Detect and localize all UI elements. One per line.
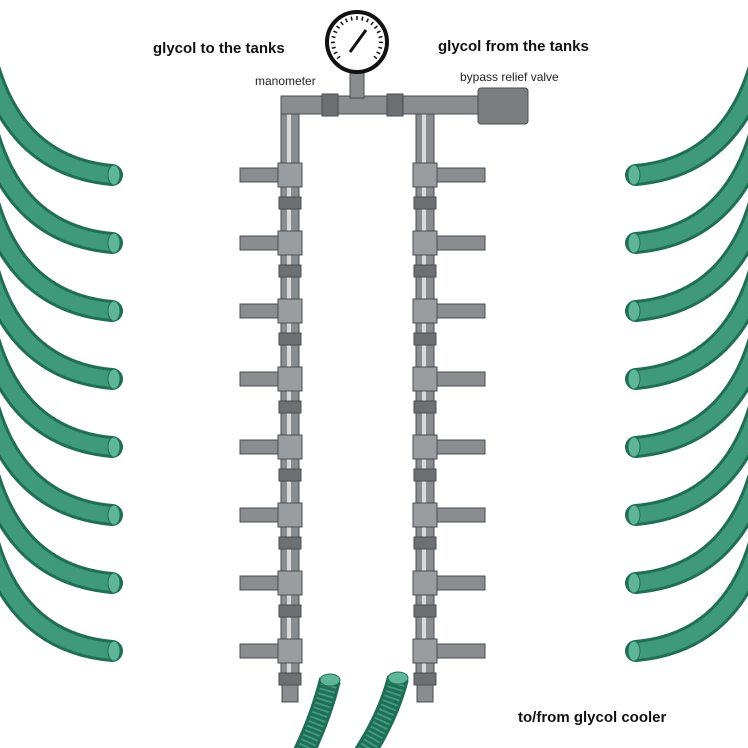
nut-right (413, 332, 437, 346)
tee-left (277, 502, 303, 528)
hose-left-ribs (0, 143, 120, 251)
bypass-relief-valve (477, 87, 529, 125)
gauge-tick (376, 51, 381, 55)
label-bypass-relief-valve: bypass relief valve (460, 70, 559, 84)
label-glycol-from-tanks: glycol from the tanks (438, 38, 589, 55)
gauge-tick (365, 18, 370, 23)
hose-right-end (627, 436, 641, 458)
top-header-pipe (280, 95, 482, 115)
hose-left-ribs (0, 75, 120, 183)
nut-left (278, 400, 302, 414)
hose-left-end (107, 640, 121, 662)
tee-right (412, 298, 438, 324)
gauge-tick (331, 46, 336, 50)
gauge-tick (344, 18, 349, 23)
nut-left (278, 332, 302, 346)
hose-right-end (627, 640, 641, 662)
tee-left (277, 638, 303, 664)
gauge-tick (340, 21, 344, 26)
hose-right-ribs (628, 211, 748, 319)
nut-right (413, 400, 437, 414)
hose-bottom-end (387, 671, 409, 685)
gauge-tick (333, 30, 338, 34)
tee-right (412, 502, 438, 528)
gauge-tick (350, 16, 353, 21)
gauge-tick (373, 25, 378, 30)
gauge-tick (378, 46, 383, 50)
nut-right (413, 468, 437, 482)
label-manometer: manometer (255, 74, 316, 88)
nut-right (413, 264, 437, 278)
hose-left-ribs (0, 279, 120, 387)
hose-bottom (354, 675, 409, 748)
nut-right (413, 604, 437, 618)
hose-left-end (107, 504, 121, 526)
hose-right-end (627, 368, 641, 390)
gauge-tick (331, 35, 336, 39)
gauge-tick (378, 35, 383, 39)
hose-left-ribs (0, 483, 120, 591)
hose-left-end (107, 300, 121, 322)
hose-left-end (107, 164, 121, 186)
gauge-tick (373, 55, 378, 60)
hose-left-ribs (0, 551, 120, 659)
hose-right-end (627, 504, 641, 526)
nut-left (278, 196, 302, 210)
hose-left-ribs (0, 211, 120, 319)
nut-left (278, 672, 302, 686)
hose-right-ribs (628, 415, 748, 523)
hose-left-end (107, 368, 121, 390)
hose-left-end (107, 232, 121, 254)
gauge-tick (336, 55, 341, 60)
nut-right (413, 196, 437, 210)
hose-right-ribs (628, 143, 748, 251)
nut-left (278, 536, 302, 550)
hose-bottom-ribs (296, 678, 338, 748)
hose-right-end (627, 572, 641, 594)
gauge-tick (333, 51, 338, 55)
tee-left (277, 434, 303, 460)
hose-right-ribs (628, 279, 748, 387)
gauge-needle (348, 29, 368, 53)
label-to-from-glycol-cooler: to/from glycol cooler (518, 709, 667, 726)
tee-left (277, 298, 303, 324)
hose-right-end (627, 300, 641, 322)
nut-left (278, 604, 302, 618)
gauge-stem (349, 69, 365, 99)
tee-right (412, 570, 438, 596)
tee-right (412, 162, 438, 188)
tee-left (277, 230, 303, 256)
union-nut (386, 93, 404, 117)
tee-left (277, 570, 303, 596)
hose-right-ribs (628, 75, 748, 183)
gauge-tick (361, 16, 364, 21)
tee-right (412, 434, 438, 460)
tee-left (277, 366, 303, 392)
hose-right-ribs (628, 483, 748, 591)
hose-left-ribs (0, 415, 120, 523)
hose-left-end (107, 572, 121, 594)
union-nut (321, 93, 339, 117)
nut-left (278, 264, 302, 278)
hose-bottom-end (319, 673, 341, 687)
hose-left-end (107, 436, 121, 458)
hose-right-end (627, 164, 641, 186)
hose-right-ribs (628, 551, 748, 659)
hose-right-end (627, 232, 641, 254)
tee-left (277, 162, 303, 188)
nut-left (278, 468, 302, 482)
tee-right (412, 638, 438, 664)
nut-right (413, 672, 437, 686)
label-glycol-to-tanks: glycol to the tanks (153, 40, 285, 57)
tee-right (412, 230, 438, 256)
tee-right (412, 366, 438, 392)
gauge-tick (376, 30, 381, 34)
gauge-tick (370, 21, 374, 26)
hose-left-ribs (0, 347, 120, 455)
hose-right-ribs (628, 347, 748, 455)
nut-right (413, 536, 437, 550)
gauge-tick (336, 25, 341, 30)
